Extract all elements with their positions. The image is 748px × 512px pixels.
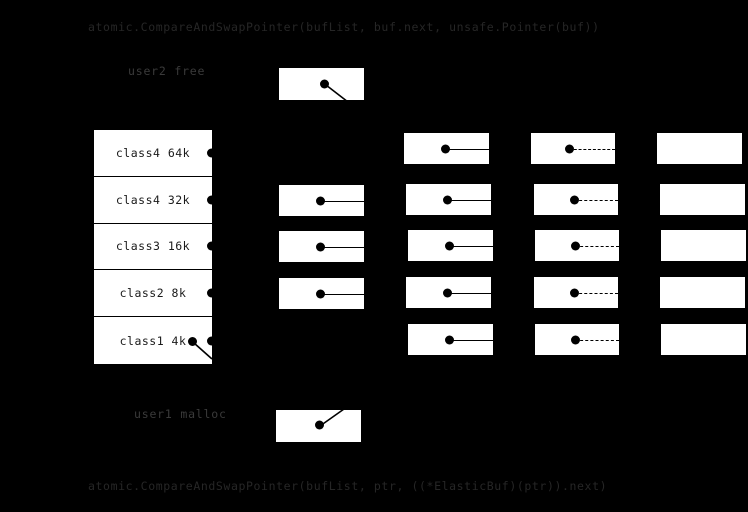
- class-row-label: class1 4k: [119, 333, 187, 348]
- class-row[interactable]: class4 64k: [94, 130, 216, 177]
- free-list-node[interactable]: [661, 324, 746, 355]
- free-list-node[interactable]: [535, 324, 619, 355]
- node-next-pointer-line: [320, 200, 364, 202]
- user1-malloc-buffer[interactable]: [276, 410, 361, 442]
- free-buffer-pointer-dot: [320, 79, 329, 89]
- class-row-head-pointer-dot: [207, 288, 216, 298]
- class-row-head-pointer-dot: [207, 241, 216, 251]
- label-user1-malloc: user1 malloc: [134, 407, 227, 421]
- class-row-head-pointer-dot: [207, 336, 216, 346]
- node-next-pointer-line: [569, 148, 615, 150]
- class-row[interactable]: class1 4k: [94, 317, 216, 364]
- node-next-pointer-line: [575, 339, 619, 341]
- free-list-node[interactable]: [534, 184, 618, 215]
- node-next-pointer-line: [447, 292, 491, 294]
- free-list-node[interactable]: [535, 230, 619, 261]
- free-list-node[interactable]: [408, 324, 493, 355]
- free-list-node[interactable]: [534, 277, 618, 308]
- free-list-node[interactable]: [660, 184, 745, 215]
- node-next-pointer-line: [445, 148, 489, 150]
- class-row[interactable]: class2 8k: [94, 270, 216, 318]
- node-next-pointer-line: [574, 199, 618, 201]
- class-row[interactable]: class3 16k: [94, 224, 216, 271]
- malloc-buffer-pointer-dot: [315, 420, 324, 430]
- class-row-label: class4 32k: [115, 192, 191, 207]
- node-next-pointer-line: [320, 246, 364, 248]
- class-row-label: class2 8k: [119, 286, 187, 301]
- free-list-node[interactable]: [404, 133, 489, 164]
- free-list-node[interactable]: [657, 133, 742, 164]
- free-list-node[interactable]: [408, 230, 493, 261]
- free-list-node[interactable]: [531, 133, 615, 164]
- label-user2-free: user2 free: [128, 64, 206, 78]
- node-next-pointer-line: [449, 245, 493, 247]
- node-next-pointer-line: [447, 199, 491, 201]
- free-list-node[interactable]: [406, 277, 491, 308]
- free-list-node[interactable]: [660, 277, 745, 308]
- class-row[interactable]: class4 32k: [94, 177, 216, 224]
- user2-free-buffer[interactable]: [279, 68, 364, 100]
- free-list-node[interactable]: [279, 185, 364, 216]
- node-next-pointer-line: [320, 293, 364, 295]
- caption-cas-push: atomic.CompareAndSwapPointer(bufList, bu…: [88, 20, 600, 34]
- class-row-head-pointer-dot: [207, 195, 216, 205]
- caption-cas-pop: atomic.CompareAndSwapPointer(bufList, pt…: [88, 479, 608, 493]
- free-list-node[interactable]: [661, 230, 746, 261]
- class-row-label: class4 64k: [115, 145, 191, 160]
- class-row-label: class3 16k: [115, 239, 191, 254]
- node-next-pointer-line: [574, 292, 618, 294]
- free-list-node[interactable]: [406, 184, 491, 215]
- free-list-node[interactable]: [279, 278, 364, 309]
- class-row-head-pointer-dot: [207, 148, 216, 158]
- class1-head-pointer-dot: [188, 337, 197, 346]
- node-next-pointer-line: [575, 245, 619, 247]
- free-list-node[interactable]: [279, 231, 364, 262]
- size-class-table: class4 64k class4 32k class3 16k class2 8k c…: [94, 130, 216, 364]
- node-next-pointer-line: [449, 339, 493, 341]
